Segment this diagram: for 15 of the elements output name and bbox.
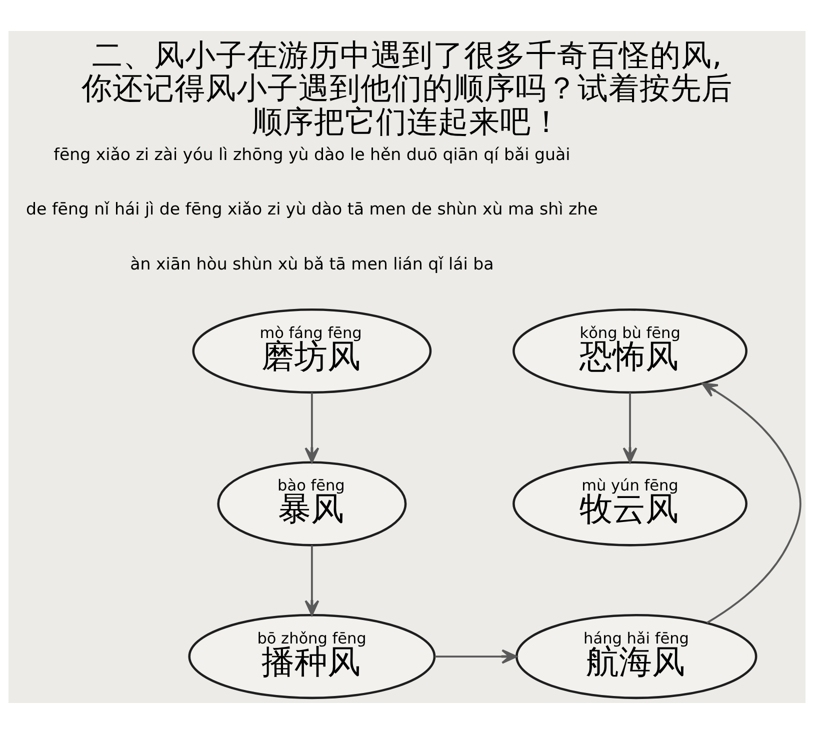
arrow xyxy=(622,392,638,463)
label: fēng xiǎo zi zài yóu lì zhōng yù dào le hěn duō qiān qí bǎi guài xyxy=(54,144,570,164)
arrow xyxy=(304,544,320,616)
label: àn xiān hòu shùn xù bǎ tā men lián qǐ lái ba xyxy=(130,254,494,273)
arrow xyxy=(434,648,518,664)
node-ellipse: háng hǎi fēng 航海风 xyxy=(516,613,758,699)
node-ellipse: bō zhǒng fēng 播种风 xyxy=(188,613,436,699)
node-ellipse: kǒng bù fēng 恐怖风 xyxy=(512,308,748,394)
node-ellipse: mù yún fēng 牧云风 xyxy=(512,460,748,546)
arrow xyxy=(304,392,320,463)
node-ellipse: bào fēng 暴风 xyxy=(217,460,407,546)
diagram-title: 二、风小子在游历中遇到了很多千奇百怪的风,你还记得风小子遇到他们的顺序吗？试着按先后顺序把它们连起来吧！ xyxy=(82,38,733,140)
label: de fēng nǐ hái jì de fēng xiǎo zi yù dào tā men de shùn xù ma shì zhe xyxy=(26,199,598,218)
arrow xyxy=(702,382,802,624)
node-ellipse: mò fáng fēng 磨坊风 xyxy=(192,308,432,394)
